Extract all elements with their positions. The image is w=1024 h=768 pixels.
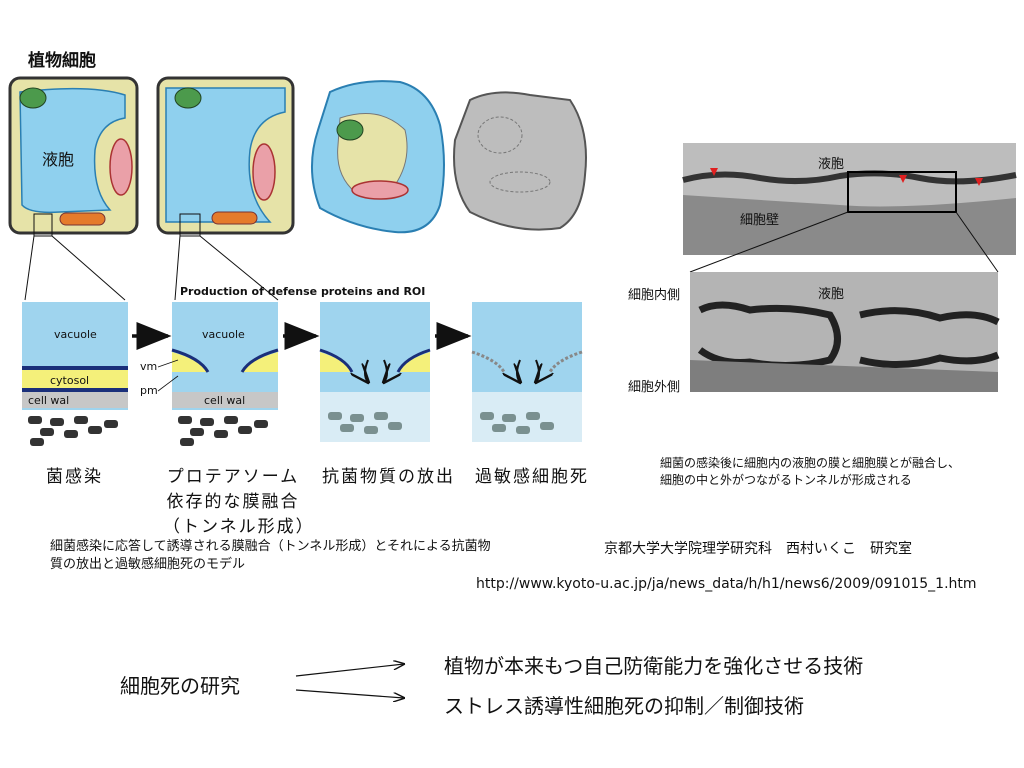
stage-label-release: 抗菌物質の放出 [322,467,455,487]
micro-top-vacuole: 液胞 [818,157,844,172]
layer-cellwall: cell wal [28,394,69,407]
label-vm: vm [140,360,157,373]
micrograph-top: 液胞 細胞壁 [682,143,1017,273]
micrograph-caption: 細菌の感染後に細胞内の液胞の膜と細胞膜とが融合し、 細胞の中と外がつながるトンネ… [660,455,960,489]
zoom-lines [24,235,279,301]
stage-label-cell-death: 過敏感細胞死 [475,467,589,487]
model-caption-line1: 細菌感染に応答して誘導される膜融合（トンネル形成）とそれによる抗菌物 [50,539,491,554]
research-goal-1: 植物が本来もつ自己防衛能力を強化させる技術 [444,654,864,678]
micro-inner-side: 細胞内側 [628,288,681,303]
layer-cytosol: cytosol [50,374,89,387]
layer-vacuole-2: vacuole [202,328,245,341]
stage-label-fusion-line2: 依存的な膜融合 [166,492,300,512]
membrane-panel-1: vacuole cytosol cell wal [22,302,128,446]
plant-cell-fusion [156,76,295,237]
source-url: http://www.kyoto-u.ac.jp/ja/news_data/h/… [476,576,977,592]
micrograph-caption-line2: 細胞の中と外がつながるトンネルが形成される [660,473,912,487]
arrow-to-goal1 [295,664,404,677]
membrane-panel-2: vacuole cell wal vm pm [140,302,279,446]
micro-bottom-vacuole: 液胞 [818,287,844,302]
stage-label-fusion: プロテアソーム 依存的な膜融合 （トンネル形成） [163,462,315,537]
lab-credit: 京都大学大学院理学研究科 西村いくこ 研究室 [604,541,912,557]
plant-cell-intact: 液胞 [8,76,139,237]
layer-vacuole: vacuole [54,328,97,341]
vacuole-label-jp: 液胞 [42,150,74,169]
micro-top-cellwall: 細胞壁 [740,213,779,228]
plant-cell-dead [453,91,587,231]
stage-label-fusion-line3: （トンネル形成） [163,517,315,537]
micro-outer-side: 細胞外側 [628,380,681,395]
model-caption-line2: 質の放出と過敏感細胞死のモデル [50,557,246,572]
plant-cell-shrinking [311,80,445,234]
defense-title: Production of defense proteins and ROI [180,285,425,298]
micrograph-caption-line1: 細菌の感染後に細胞内の液胞の膜と細胞膜とが融合し、 [660,456,961,470]
membrane-panel-4 [471,302,583,442]
stage-label-fusion-line1: プロテアソーム [166,467,300,487]
research-goal-2: ストレス誘導性細胞死の抑制／制御技術 [444,694,804,718]
plant-cell-title: 植物細胞 [28,50,96,71]
label-pm: pm [140,384,158,397]
research-topic: 細胞死の研究 [120,674,240,698]
stage-label-infection: 菌感染 [46,467,103,487]
arrow-to-goal2 [295,689,404,698]
micrograph-bottom: 液胞 [690,272,1000,392]
layer-cellwall-2: cell wal [204,394,245,407]
model-caption: 細菌感染に応答して誘導される膜融合（トンネル形成）とそれによる抗菌物 質の放出と… [50,538,550,574]
bacteria [28,416,118,446]
membrane-panel-3 [319,302,431,442]
